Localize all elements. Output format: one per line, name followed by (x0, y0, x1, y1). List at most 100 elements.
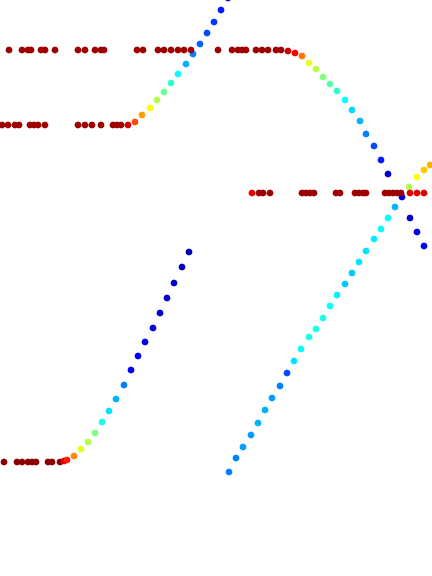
scatter-point (384, 170, 392, 178)
scatter-point (370, 235, 378, 243)
scatter-point (133, 46, 141, 54)
scatter-point (242, 46, 250, 54)
scatter-point (214, 46, 222, 54)
scatter-point (120, 381, 128, 389)
scatter-point (298, 52, 306, 60)
scatter-point (167, 79, 175, 87)
scatter-point (272, 46, 280, 54)
scatter-series-6 (5, 46, 285, 54)
scatter-point (105, 407, 113, 415)
scatter-point (312, 65, 320, 73)
scatter-point (134, 352, 142, 360)
scatter-point (81, 121, 89, 129)
scatter-point (182, 60, 190, 68)
scatter-point (297, 345, 305, 353)
scatter-series-3 (248, 189, 428, 197)
scatter-point (146, 104, 154, 112)
scatter-point (413, 189, 421, 197)
scatter-point (384, 214, 392, 222)
scatter-point (326, 302, 334, 310)
scatter-point (156, 309, 164, 317)
scatter-point (4, 121, 12, 129)
scatter-point (167, 46, 175, 54)
scatter-point (138, 111, 146, 119)
scatter-point (277, 46, 285, 54)
scatter-point (391, 203, 399, 211)
scatter-point (0, 458, 8, 466)
scatter-point (370, 142, 378, 150)
scatter-point (170, 279, 178, 287)
scatter-point (174, 70, 182, 78)
scatter-point (276, 382, 284, 390)
scatter-point (77, 445, 85, 453)
scatter-point (100, 46, 108, 54)
scatter-point (127, 366, 135, 374)
scatter-point (283, 369, 291, 377)
scatter-point (348, 106, 356, 114)
scatter-point (259, 189, 267, 197)
scatter-point (333, 291, 341, 299)
scatter-point (264, 46, 272, 54)
scatter-point (174, 46, 182, 54)
scatter-point (362, 130, 370, 138)
scatter-point (420, 166, 428, 174)
scatter-point (362, 189, 370, 197)
scatter-point (154, 46, 162, 54)
scatter-point (187, 46, 195, 54)
scatter-point (420, 189, 428, 197)
scatter-point (13, 458, 21, 466)
scatter-point (0, 121, 6, 129)
scatter-point (420, 242, 428, 250)
scatter-point (32, 458, 40, 466)
scatter-point (48, 458, 56, 466)
scatter-point (196, 40, 204, 48)
scatter-point (426, 161, 432, 169)
scatter-point (180, 46, 188, 54)
scatter-point (97, 121, 105, 129)
scatter-point (139, 46, 147, 54)
scatter-point (266, 189, 274, 197)
scatter-point (261, 406, 269, 414)
scatter-point (258, 46, 266, 54)
scatter-point (163, 294, 171, 302)
scatter-point (341, 280, 349, 288)
scatter-point (406, 214, 414, 222)
scatter-point (341, 96, 349, 104)
scatter-point (268, 394, 276, 402)
scatter-point (239, 443, 247, 451)
scatter-point (34, 121, 42, 129)
scatter-point (117, 121, 125, 129)
scatter-point (326, 80, 334, 88)
scatter-point (319, 314, 327, 322)
scatter-point (18, 458, 26, 466)
scatter-point (248, 189, 256, 197)
scatter-point (247, 431, 255, 439)
scatter-point (355, 258, 363, 266)
scatter-point (319, 73, 327, 81)
scatter-point (149, 324, 157, 332)
scatter-point (413, 173, 421, 181)
scatter-point (18, 46, 26, 54)
scatter-point (310, 189, 318, 197)
scatter-point (377, 156, 385, 164)
scatter-point (252, 46, 260, 54)
scatter-point (41, 46, 49, 54)
scatter-point (98, 418, 106, 426)
scatter-point (84, 438, 92, 446)
scatter-point (63, 456, 71, 464)
scatter-point (81, 46, 89, 54)
scatter-series-5 (0, 0, 231, 129)
scatter-point (153, 96, 161, 104)
scatter-point (217, 6, 225, 14)
scatter-point (91, 46, 99, 54)
scatter-point (27, 46, 35, 54)
scatter-point (74, 46, 82, 54)
scatter-point (41, 121, 49, 129)
scatter-point (5, 46, 13, 54)
scatter-point (232, 454, 240, 462)
scatter-point (305, 333, 313, 341)
scatter-point (131, 118, 139, 126)
scatter-point (254, 419, 262, 427)
scatter-point (333, 87, 341, 95)
scatter-point (291, 49, 299, 57)
